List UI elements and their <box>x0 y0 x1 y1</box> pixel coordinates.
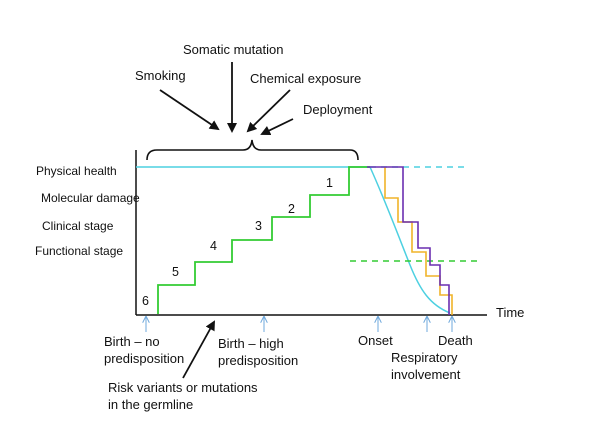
chemical-exposure-label: Chemical exposure <box>250 71 361 86</box>
germline-label-line1: Risk variants or mutations <box>108 380 258 395</box>
legend-molecular-damage: Molecular damage <box>41 191 140 205</box>
chemical-exposure-arrow <box>246 89 291 133</box>
physical-health-decline-curve <box>369 166 451 314</box>
legend-physical-health: Physical health <box>36 164 117 178</box>
clinical-stage-staircase <box>384 167 453 315</box>
respiratory-involvement-label-line1: Respiratory <box>391 350 458 365</box>
germline-label-line2: in the germline <box>108 397 193 412</box>
step-number-4: 4 <box>210 239 217 253</box>
time-axis-label: Time <box>496 305 524 320</box>
step-number-3: 3 <box>255 219 262 233</box>
legend-clinical-stage: Clinical stage <box>42 219 114 233</box>
deployment-label: Deployment <box>303 102 373 117</box>
functional-stage-staircase <box>367 166 450 315</box>
smoking-arrow <box>159 89 220 131</box>
step-number-6: 6 <box>142 294 149 308</box>
step-number-2: 2 <box>288 202 295 216</box>
germline-arrow <box>182 320 215 379</box>
respiratory-involvement-label-line2: involvement <box>391 367 461 382</box>
onset-label: Onset <box>358 333 393 348</box>
birth-no-predisposition-label-line2: predisposition <box>104 351 184 366</box>
birth-high-predisposition-label-line2: predisposition <box>218 353 298 368</box>
smoking-label: Smoking <box>135 68 186 83</box>
birth-high-predisposition-label-line1: Birth – high <box>218 336 284 351</box>
step-number-1: 1 <box>326 176 333 190</box>
death-label: Death <box>438 333 473 348</box>
molecular-damage-staircase <box>157 166 370 314</box>
exposure-brace <box>146 139 359 161</box>
legend-functional-stage: Functional stage <box>35 244 123 258</box>
somatic-mutation-label: Somatic mutation <box>183 42 283 57</box>
step-number-5: 5 <box>172 265 179 279</box>
deployment-arrow <box>260 118 294 136</box>
birth-no-predisposition-label-line1: Birth – no <box>104 334 160 349</box>
